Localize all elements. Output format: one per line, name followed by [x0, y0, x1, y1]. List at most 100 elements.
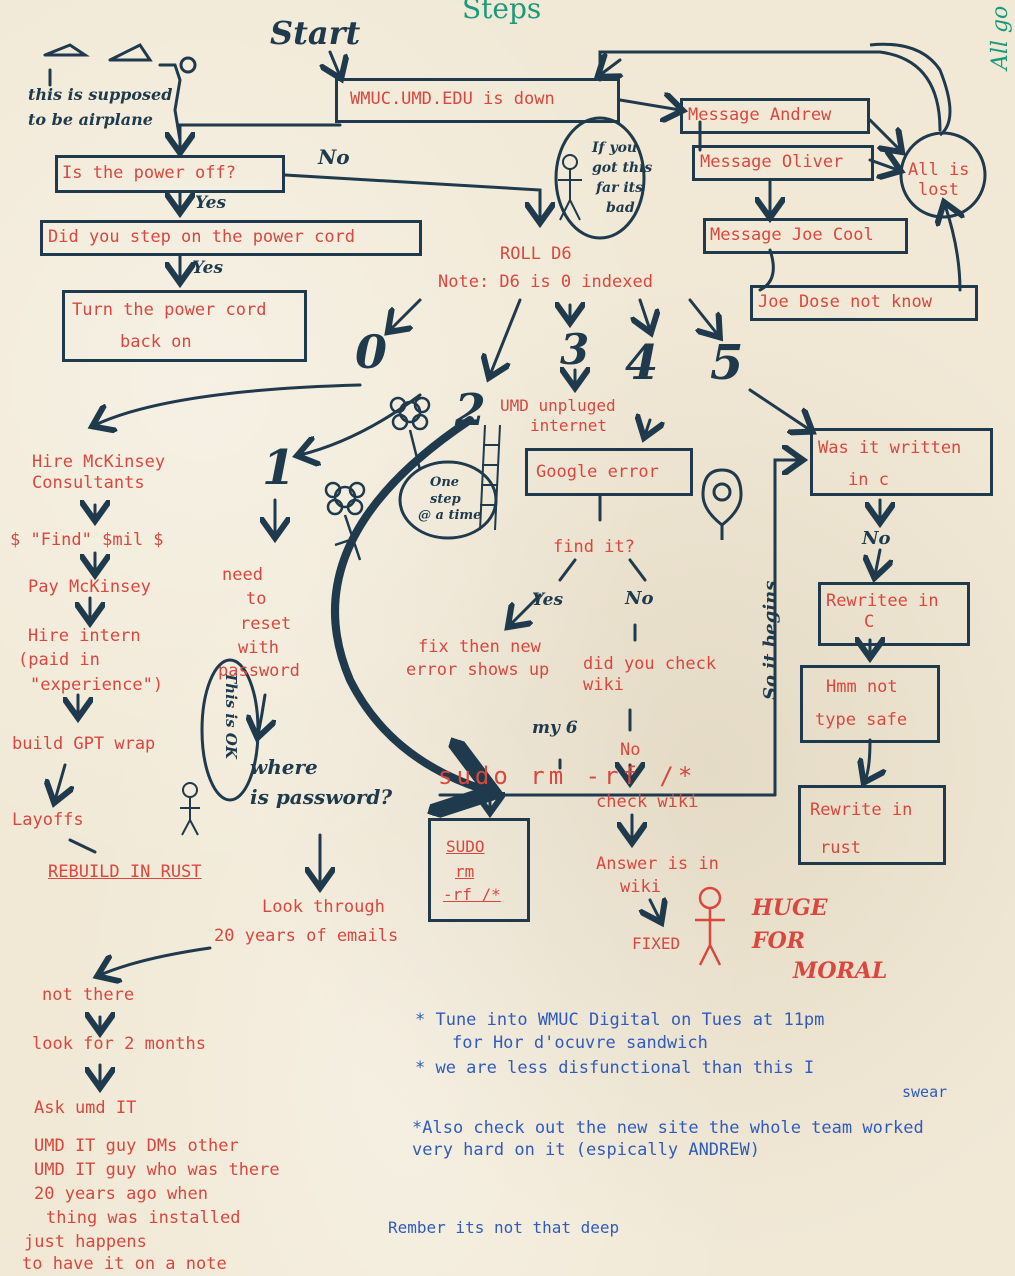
- left-step: Layoffs: [12, 810, 84, 830]
- node-msg-joe-label: Message Joe Cool: [710, 225, 874, 245]
- left-step: Consultants: [32, 473, 145, 493]
- edge-label-no: No: [625, 588, 653, 610]
- reset-step: reset: [240, 614, 291, 634]
- footnote: * we are less disfunctional than this I: [415, 1058, 814, 1078]
- footnote: very hard on it (espically ANDREW): [412, 1140, 760, 1160]
- edge-label-no: No: [620, 740, 640, 760]
- node-power-cord-label: Did you step on the power cord: [48, 227, 355, 247]
- reset-step: with: [238, 638, 279, 658]
- node-google-error-label: Google error: [536, 462, 659, 482]
- node-rewrite-rust-line1: Rewrite in: [810, 800, 912, 820]
- so-it-begins: So it begins: [760, 581, 782, 700]
- huge-line1: HUGE: [752, 895, 828, 921]
- start-label: Start: [270, 14, 360, 52]
- node-unplugged-line1: UMD unpluged: [500, 396, 616, 415]
- reset-step: password: [218, 661, 300, 681]
- bottom-step: thing was installed: [46, 1208, 240, 1228]
- reset-step: to: [246, 589, 266, 609]
- node-power-off-label: Is the power off?: [62, 163, 236, 183]
- node-fix-new-line2: error shows up: [406, 660, 549, 680]
- page-title: Steps: [462, 0, 541, 26]
- edge-label-my6: my 6: [532, 718, 578, 738]
- node-not-type-safe-line2: type safe: [815, 710, 907, 730]
- bottom-step: not there: [42, 985, 134, 1005]
- edge-label-yes: Yes: [532, 590, 563, 610]
- left-step: Hire McKinsey: [32, 452, 165, 472]
- left-step: build GPT wrap: [12, 734, 155, 754]
- footnote: for Hor d'ocuvre sandwich: [452, 1033, 708, 1053]
- left-step: "experience"): [30, 675, 163, 695]
- bubble-line: far its: [596, 180, 643, 197]
- where-password-line2: is password?: [250, 785, 392, 809]
- node-answer-wiki-line2: wiki: [620, 877, 661, 897]
- node-roll-line1: ROLL D6: [500, 244, 572, 264]
- node-turn-cord-line2: back on: [120, 332, 192, 352]
- node-down-label: WMUC.UMD.EDU is down: [350, 89, 555, 109]
- node-did-check-line1: did you check: [583, 654, 716, 674]
- one-step-line2: step: [430, 492, 461, 508]
- node-all-lost-line2: lost: [918, 180, 959, 200]
- footnote: * Tune into WMUC Digital on Tues at 11pm: [415, 1010, 824, 1030]
- bottom-step: just happens: [24, 1232, 147, 1252]
- left-step-final: REBUILD IN RUST: [48, 862, 202, 882]
- node-unplugged-line2: internet: [530, 416, 607, 435]
- one-step-line1: One: [430, 475, 459, 491]
- look-through-line1: Look through: [262, 897, 385, 917]
- node-did-check-line2: wiki: [583, 675, 624, 695]
- node-roll-line2: Note: D6 is 0 indexed: [438, 272, 653, 292]
- node-msg-oliver-label: Message Oliver: [700, 152, 843, 172]
- roll-outcome-5: 5: [710, 335, 743, 393]
- edge-label-yes: Yes: [192, 258, 223, 278]
- node-sudo-box-line2: rm: [455, 862, 474, 881]
- node-find-it: find it?: [553, 537, 635, 557]
- roll-outcome-1: 1: [262, 440, 295, 498]
- this-is-ok: This is OK: [222, 672, 240, 759]
- bottom-step: UMD IT guy DMs other: [34, 1136, 239, 1156]
- node-fixed: FIXED: [632, 934, 680, 953]
- left-step: Hire intern: [28, 626, 141, 646]
- node-all-lost-line1: All is: [908, 160, 969, 180]
- roll-outcome-3: 3: [560, 325, 589, 375]
- one-step-line3: @ a time: [418, 508, 481, 524]
- edge-label-no: No: [318, 145, 350, 169]
- node-msg-andrew-label: Message Andrew: [688, 105, 831, 125]
- node-check-wiki: check wiki: [596, 792, 698, 812]
- where-password-line1: where: [250, 755, 318, 779]
- bottom-step: look for 2 months: [32, 1034, 206, 1054]
- node-turn-cord-line1: Turn the power cord: [72, 300, 266, 320]
- node-sudo-box-line1: SUDO: [446, 837, 485, 856]
- airplane-note-line2: to be airplane: [28, 110, 153, 129]
- node-rewrite-c-line2: C: [864, 612, 874, 632]
- node-sudo-box: [428, 818, 530, 922]
- node-sudo-line: sudo rm -rf /*: [438, 762, 696, 791]
- footnote-final: Rember its not that deep: [388, 1218, 619, 1237]
- node-sudo-box-line3: -rf /*: [443, 885, 501, 904]
- look-through-line2: 20 years of emails: [214, 926, 398, 946]
- bubble-line: got this: [592, 160, 652, 177]
- bottom-step: UMD IT guy who was there: [34, 1160, 280, 1180]
- huge-line2: FOR: [752, 928, 805, 954]
- left-step: (paid in: [18, 650, 100, 670]
- roll-outcome-2: 2: [455, 385, 486, 438]
- bubble-line: bad: [606, 200, 635, 217]
- node-rewrite-rust-line2: rust: [820, 838, 861, 858]
- node-fix-new-line1: fix then new: [418, 637, 541, 657]
- edge-label-no: No: [862, 528, 890, 550]
- airplane-note-line1: this is supposed: [28, 85, 172, 104]
- left-step: $ "Find" $mil $: [10, 530, 164, 550]
- roll-outcome-4: 4: [625, 335, 658, 393]
- node-rewrite-c-line1: Rewritee in: [826, 591, 939, 611]
- node-joe-dose-label: Joe Dose not know: [758, 292, 932, 312]
- left-step: Pay McKinsey: [28, 577, 151, 597]
- reset-step: need: [222, 565, 263, 585]
- corner-note: All go: [988, 6, 1014, 70]
- footnote: *Also check out the new site the whole t…: [412, 1118, 924, 1138]
- node-written-c-line1: Was it written: [818, 438, 961, 458]
- footnote: swear: [902, 1083, 947, 1101]
- node-answer-wiki-line1: Answer is in: [596, 854, 719, 874]
- bottom-step: 20 years ago when: [34, 1184, 208, 1204]
- huge-line3: MORAL: [793, 958, 887, 984]
- node-not-type-safe-line1: Hmm not: [826, 677, 898, 697]
- node-written-c-line2: in c: [848, 470, 889, 490]
- roll-outcome-0: 0: [355, 325, 387, 380]
